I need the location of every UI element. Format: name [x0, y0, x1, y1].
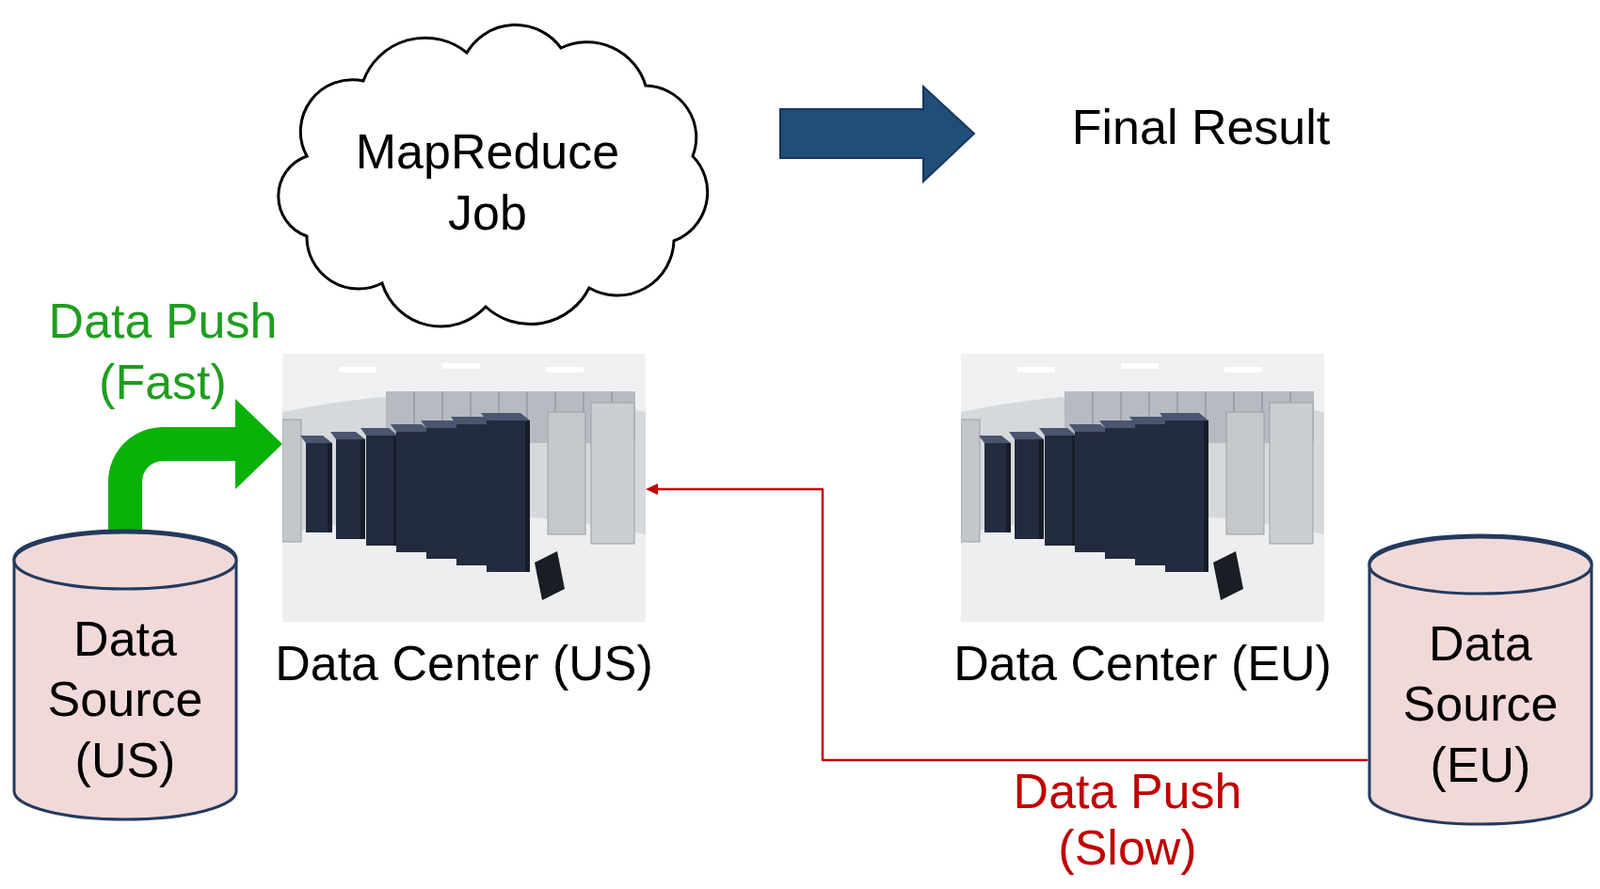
server-room-picture — [960, 353, 1325, 623]
node-text-box: Data Source (US) — [12, 552, 239, 800]
node-text: Data Source (EU) — [1378, 613, 1583, 796]
arrow-head — [645, 483, 658, 496]
job-cloud: MapReduce Job — [250, 15, 725, 332]
result-arrow — [780, 86, 975, 182]
edge-label: Data Push (Slow) — [1000, 764, 1255, 878]
cloud-outline — [278, 25, 708, 327]
node-text-box: Data Source (EU) — [1367, 557, 1594, 805]
server-room-photo — [282, 353, 646, 623]
cylinder-top — [1369, 537, 1592, 594]
data-source-cylinder: Data Source (EU) — [1367, 535, 1594, 827]
node-text: MapReduce Job — [335, 121, 640, 244]
server-room-picture — [282, 353, 646, 623]
arrow-head — [235, 399, 283, 490]
node-text: Data Source (US) — [23, 608, 227, 791]
data-source-cylinder: Data Source (US) — [12, 530, 239, 822]
cylinder-body — [1369, 535, 1592, 825]
cylinder-top — [14, 532, 237, 590]
result-label: Final Result — [1072, 96, 1331, 159]
node-text: Data Center (US) — [274, 633, 654, 695]
cylinder-body — [14, 530, 237, 820]
data-center: Data Center (US) — [282, 353, 646, 623]
server-room-photo — [960, 353, 1325, 623]
data-center: Data Center (EU) — [960, 353, 1325, 623]
node-text-box: MapReduce Job — [250, 102, 725, 244]
edge-label: Data Push (Fast) — [35, 290, 290, 414]
node-text-box: Data Center (EU) — [953, 633, 1332, 695]
node-text-box: Data Center (US) — [274, 633, 654, 695]
node-text: Data Center (EU) — [953, 633, 1332, 695]
